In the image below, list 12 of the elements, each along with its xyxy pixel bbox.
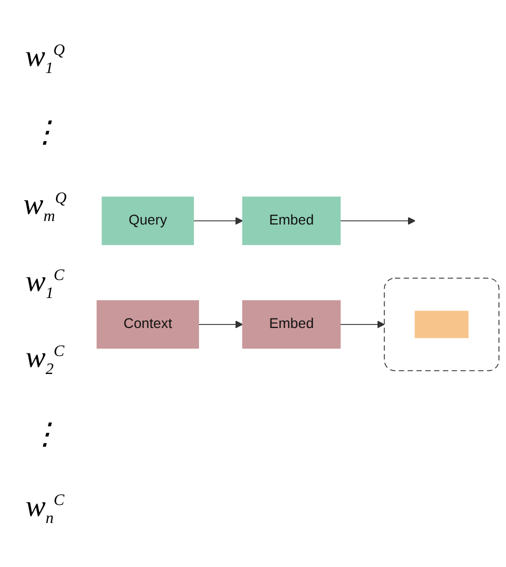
node-box: Embed: [242, 196, 341, 245]
cluster: [384, 277, 500, 371]
arrow: [340, 320, 385, 328]
arrow: [198, 320, 243, 328]
word-symbol: ⋮: [29, 116, 61, 150]
node-box: Query: [102, 196, 194, 245]
node-box: Embed: [242, 300, 341, 348]
node-box: Context: [96, 300, 199, 348]
word-symbol: ⋮: [29, 418, 61, 451]
arrow: [193, 216, 243, 224]
node-box: [414, 310, 469, 338]
arrow: [340, 216, 416, 224]
